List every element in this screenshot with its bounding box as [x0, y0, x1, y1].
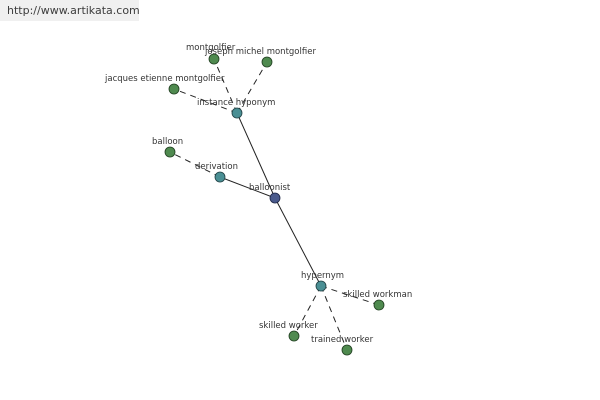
edge-balloonist-instance-hyponym	[236, 112, 276, 199]
label-joseph-michel-montgolfier: joseph michel montgolfier	[204, 47, 316, 57]
node-balloonist[interactable]	[269, 192, 281, 204]
label-balloonist: balloonist	[249, 183, 291, 193]
label-skilled-workman: skilled workman	[343, 290, 412, 300]
node-instance-hyponym[interactable]	[231, 107, 243, 119]
site-url-watermark: http://www.artikata.com	[0, 0, 140, 21]
edge-instance-hyponym-montgolfier	[213, 58, 238, 114]
node-montgolfier[interactable]	[208, 53, 220, 65]
node-hypernym[interactable]	[315, 280, 327, 292]
edge-derivation-balloon	[169, 151, 221, 178]
edge-balloonist-derivation	[219, 176, 276, 199]
label-instance-hyponym: instance hyponym	[197, 98, 275, 108]
edge-hypernym-trained-worker	[320, 285, 348, 351]
edge-hypernym-skilled-worker	[293, 285, 322, 337]
node-skilled-worker[interactable]	[288, 330, 300, 342]
node-trained-worker[interactable]	[341, 344, 353, 356]
edge-instance-hyponym-jacques	[173, 88, 238, 114]
node-balloon[interactable]	[164, 146, 176, 158]
node-skilled-workman[interactable]	[373, 299, 385, 311]
node-jacques-etienne-montgolfier[interactable]	[168, 83, 180, 95]
node-derivation[interactable]	[214, 171, 226, 183]
label-trained-worker: trained worker	[311, 335, 374, 345]
label-skilled-worker: skilled worker	[259, 321, 318, 331]
edge-instance-hyponym-joseph	[236, 61, 268, 114]
label-balloon: balloon	[152, 137, 183, 147]
label-hypernym: hypernym	[301, 271, 344, 281]
label-jacques-etienne-montgolfier: jacques etienne montgolfier	[104, 74, 225, 84]
label-montgolfier: montgolfier	[186, 43, 236, 53]
edge-balloonist-hypernym	[274, 197, 322, 287]
label-derivation: derivation	[195, 162, 238, 172]
node-joseph-michel-montgolfier[interactable]	[261, 56, 273, 68]
